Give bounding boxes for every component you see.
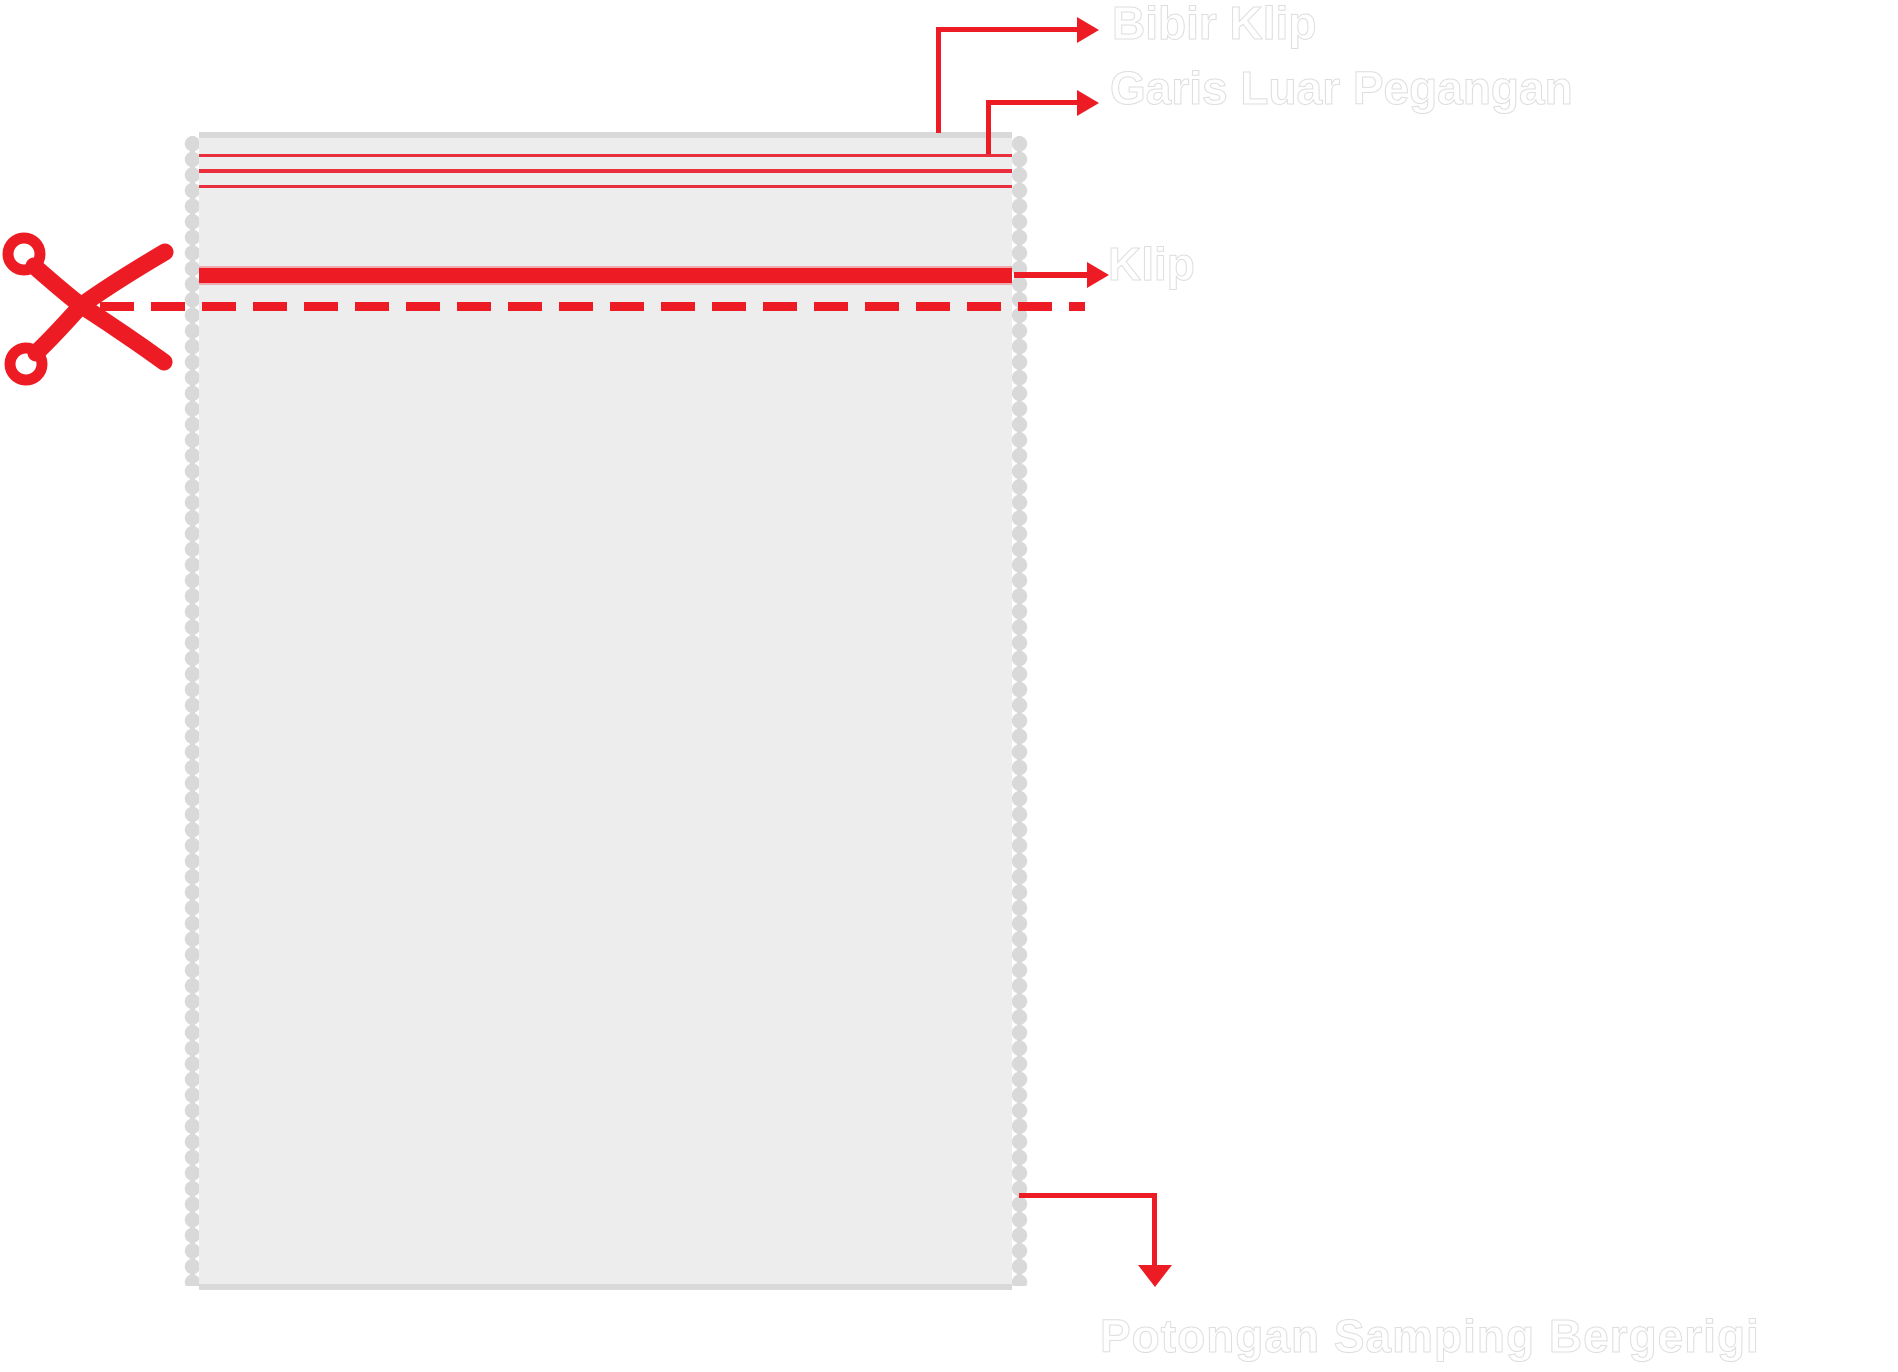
scissors-icon (2, 232, 174, 386)
potongan-arrow-vertical (1152, 1193, 1157, 1265)
bibir-klip-arrowhead-icon (1077, 17, 1099, 43)
garis-luar-pegangan-arrow-vertical (986, 100, 991, 154)
cut-dashed-line (100, 302, 1085, 311)
bibir-klip-label: Bibir Klip (1111, 0, 1317, 50)
zipper-line-1 (199, 154, 1012, 157)
bibir-klip-arrow-vertical (936, 27, 941, 133)
bag-right-serrated-edge (1011, 136, 1028, 1286)
klip-arrowhead-icon (1087, 262, 1109, 288)
bag-left-serrated-edge (184, 136, 201, 1286)
clip-bar (199, 268, 1012, 283)
garis-luar-pegangan-arrowhead-icon (1077, 90, 1099, 116)
garis-luar-pegangan-label: Garis Luar Pegangan (1110, 62, 1574, 115)
zipper-line-3 (199, 185, 1012, 188)
garis-luar-pegangan-arrow-horizontal (986, 100, 1077, 105)
bag-body (199, 132, 1012, 1290)
potongan-arrowhead-icon (1138, 1265, 1172, 1287)
potongan-samping-bergerigi-label: Potongan Samping Bergerigi (1100, 1310, 1760, 1363)
zipper-line-2 (199, 169, 1012, 173)
potongan-arrow-horizontal (1019, 1193, 1157, 1198)
bibir-klip-arrow-horizontal (936, 27, 1077, 32)
klip-label: Klip (1108, 238, 1196, 291)
klip-arrow-horizontal (1014, 272, 1087, 278)
